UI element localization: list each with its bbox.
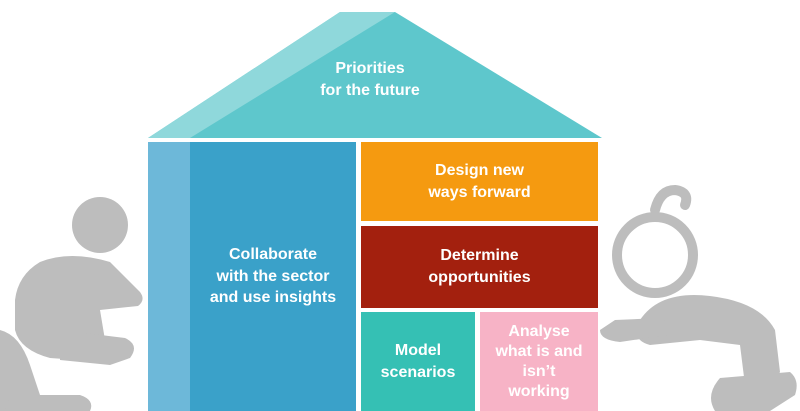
left-wall: Collaborate with the sector and use insi… (190, 142, 356, 411)
room-design-label: Design new ways forward (428, 161, 531, 201)
person-pushing-right-icon (600, 184, 797, 411)
room-model-label: Model scenarios (380, 341, 456, 381)
room-determine: Determine opportunities (361, 226, 598, 308)
room-analyse: Analyse what is and isn’t working (480, 312, 598, 411)
room-design: Design new ways forward (361, 142, 598, 221)
room-analyse-label: Analyse what is and isn’t working (495, 322, 583, 400)
person-pushing-left-icon (0, 197, 143, 411)
roof-shape (148, 12, 602, 138)
roof-side-highlight (148, 12, 395, 138)
roof-label: Priorities for the future (320, 60, 420, 99)
roof (148, 12, 602, 138)
left-wall-side (148, 142, 190, 411)
room-model: Model scenarios (361, 312, 475, 411)
room-determine-label: Determine opportunities (428, 247, 531, 286)
left-wall-label: Collaborate with the sector and use insi… (209, 246, 337, 307)
